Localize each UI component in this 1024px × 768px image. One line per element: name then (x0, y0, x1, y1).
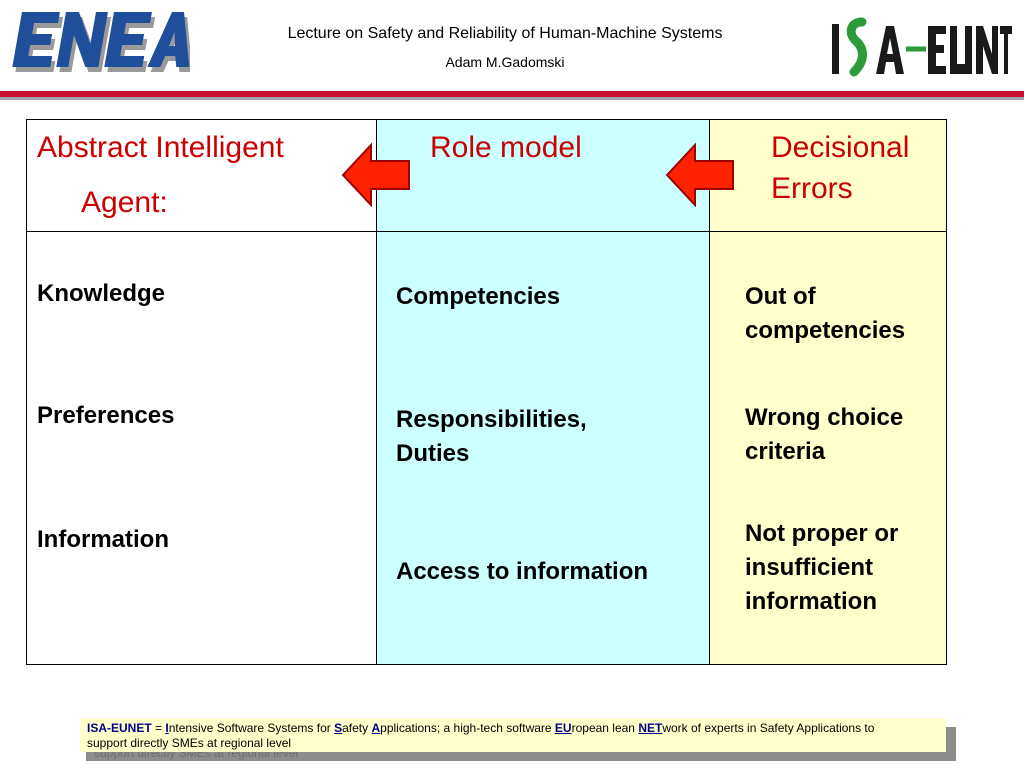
list-item: Access to information (396, 558, 649, 585)
list-item: Competencies (396, 283, 561, 310)
header-divider (0, 91, 1024, 97)
decisional-errors-heading-line2: Errors (771, 172, 853, 205)
footer-text: support directly SMEs at regional level (87, 736, 292, 750)
agent-column (27, 120, 376, 664)
left-arrow-icon (341, 143, 410, 207)
enea-logo (12, 12, 190, 72)
comparison-table: Abstract Intelligent Agent: Role model D… (26, 119, 947, 665)
decisional-errors-column (709, 120, 946, 664)
list-item: Not proper or (745, 520, 899, 547)
list-item: information (745, 588, 877, 615)
footer-text: = (151, 721, 166, 735)
agent-heading-line2: Agent: (81, 186, 168, 219)
footer-acronym: ISA-EUNET (87, 721, 152, 735)
list-item: Out of (745, 283, 816, 310)
footer-note: ISA-EUNET = Intensive Software Systems f… (80, 718, 946, 752)
role-model-heading: Role model (430, 131, 582, 164)
list-item: insufficient (745, 554, 874, 581)
list-item: Knowledge (37, 280, 166, 307)
list-item: competencies (745, 317, 906, 344)
footer-text: afety (342, 721, 372, 735)
footer-text: ntensive Software Systems for (168, 721, 335, 735)
footer-text: pplications; a high-tech software (380, 721, 555, 735)
list-item: criteria (745, 438, 826, 465)
footer-highlight: A (371, 721, 381, 735)
role-model-column (376, 120, 709, 664)
left-arrow-icon (665, 143, 734, 207)
list-item: Responsibilities, (396, 406, 587, 433)
footer-text: ropean lean (571, 721, 639, 735)
decisional-errors-heading: Decisional (771, 131, 910, 164)
list-item: Duties (396, 440, 470, 467)
header-row-divider (27, 231, 946, 232)
footer-highlight: NET (638, 721, 663, 735)
agent-heading: Abstract Intelligent (37, 131, 284, 164)
header-divider-shadow (0, 97, 1024, 100)
author-name: Adam M.Gadomski (445, 54, 565, 70)
footer-highlight: I (165, 721, 169, 735)
list-item: Information (37, 526, 169, 553)
list-item: Preferences (37, 402, 175, 429)
lecture-title: Lecture on Safety and Reliability of Hum… (287, 25, 723, 42)
footer-highlight: S (334, 721, 343, 735)
isa-eunet-logo (832, 17, 1012, 77)
footer-text: work of experts in Safety Applications t… (662, 721, 875, 735)
list-item: Wrong choice (745, 404, 904, 431)
footer-highlight: EU (554, 721, 572, 735)
